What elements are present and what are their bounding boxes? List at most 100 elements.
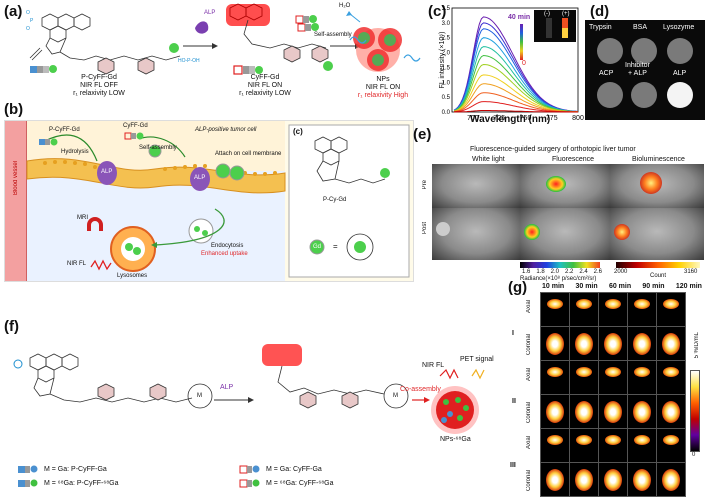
metal-m-label-1: M: [197, 393, 202, 399]
pet-image-0-1-1: [569, 326, 599, 361]
pet-image-0-0-2: [598, 292, 628, 327]
pet-image-0-0-1: [569, 292, 599, 327]
pet-image-1-1-4: [656, 394, 686, 429]
orient-label-2-0: Axial: [526, 436, 532, 450]
pet-image-0-1-0: [540, 326, 570, 361]
time-90: 90 min: [642, 283, 665, 290]
radiance-label: Radiance(×10⁸ p/sec/cm²/sr): [520, 276, 597, 282]
nps-caption: NPs NIR FL ON r₁ relaxivity High: [348, 76, 418, 100]
legend-2: M = ⁶⁸Ga: P-CyFF-⁶⁸Ga: [44, 480, 119, 488]
panel-label-d: (d): [590, 3, 610, 20]
cyffgd-name: CyFF-Gd: [250, 74, 280, 81]
alp-positive-cell-label: ALP-positive tumor cell: [195, 127, 257, 133]
radiance-ticks: 1.6 1.8 2.0 2.2 2.4 2.6: [522, 269, 602, 276]
pcyffgd-label-b: P-CyFF-Gd: [49, 127, 80, 133]
legend-2-name: P-CyFF-⁶⁸Ga: [76, 480, 119, 487]
time-10: 10 min: [542, 283, 565, 290]
x-tick-2: 750: [520, 115, 532, 122]
svg-text:O: O: [26, 26, 30, 32]
legend-3-name: CyFF-Ga: [293, 466, 322, 473]
rad-tick-1: 1.8: [536, 269, 545, 275]
pcyffgd-fl: NIR FL OFF: [80, 82, 118, 89]
well-acp: [597, 82, 623, 108]
panel-e-title: Fluorescence-guided surgery of orthotopi…: [470, 146, 636, 153]
pet-image-1-0-2: [598, 360, 628, 395]
nanoparticles-icon: [353, 27, 402, 72]
nps-name: NPs: [376, 76, 390, 83]
legend-4-name: CyFF-⁶⁸Ga: [298, 480, 334, 487]
rad-tick-0: 1.6: [522, 269, 531, 275]
row-post: Post: [422, 222, 428, 235]
tube-minus-label: (-): [544, 11, 550, 17]
nps-68ga-icon: [431, 386, 479, 434]
pet-image-1-1-2: [598, 394, 628, 429]
y-tick-6: 3.0: [442, 21, 451, 27]
pet-image-1-1-3: [627, 394, 657, 429]
cyffgd-label-b: CyFF-Gd: [123, 123, 148, 129]
count-max: 3160: [684, 269, 698, 275]
coassembly-label: Co-assembly: [400, 386, 441, 393]
panel-label-e: (e): [413, 126, 432, 143]
panel-label-f: (f): [4, 318, 19, 335]
group-II: II: [512, 398, 516, 405]
well-plate-image: Trypsin BSA Lysozyme ACP Inhibitor + ALP…: [585, 20, 705, 120]
nps-relax: r₁ relaxivity High: [357, 92, 409, 99]
nps-68ga-label: NPs-⁶⁸Ga: [440, 436, 471, 443]
col-fluorescence: Fluorescence: [552, 156, 595, 163]
pet-image-2-0-1: [569, 428, 599, 463]
y-tick-1: 0.5: [442, 95, 451, 101]
col-white-light: White light: [472, 156, 505, 163]
chart-ylabel: FL intensity (×10⁶): [439, 31, 446, 89]
alp-enzyme-b1: [97, 161, 117, 185]
pet-image-2-0-3: [627, 428, 657, 463]
equals-sign: =: [333, 242, 338, 251]
pet-image-0-1-4: [656, 326, 686, 361]
self-assembly-label-a: Self-assembly: [314, 32, 352, 38]
well-bsa: [631, 38, 657, 64]
pet-image-2-0-0: [540, 428, 570, 463]
fluor-tumor-spot: [546, 176, 566, 192]
alp-label-f: ALP: [220, 384, 234, 391]
legend-3-m: M = Ga:: [266, 466, 292, 473]
pet-image-2-1-3: [627, 462, 657, 497]
group-III: III: [510, 462, 516, 469]
orient-label-0-1: Coronal: [526, 334, 532, 356]
pet-image-0-0-0: [540, 292, 570, 327]
time-gradient-bar: [520, 24, 523, 60]
time-top-label: 40 min: [508, 14, 531, 21]
gd-label: Gd: [313, 244, 322, 250]
pet-image-1-1-1: [569, 394, 599, 429]
y-tick-0: 0.0: [442, 110, 451, 116]
magnet-icon: [87, 217, 103, 231]
well-inhibitor-alp: [631, 82, 657, 108]
stacked-molecules-icon: [295, 15, 319, 32]
pet-time-header: 10 min 30 min 60 min 90 min 120 min: [542, 283, 702, 291]
biolum-tumor-spot: [640, 172, 662, 194]
gd-chelate-icon: [169, 43, 179, 53]
well-label-trypsin: Trypsin: [589, 24, 612, 31]
radiance-colorbar: [520, 262, 600, 268]
pet-image-1-1-0: [540, 394, 570, 429]
nir-fl-label-b: NIR FL: [67, 261, 87, 267]
alp-enzyme-b2: [190, 167, 210, 191]
svg-text:HO-P-OH: HO-P-OH: [178, 58, 200, 64]
y-tick-2: 1.0: [442, 80, 451, 86]
pet-image-2-0-4: [656, 428, 686, 463]
panel-label-a: (a): [4, 3, 23, 20]
y-tick-3: 1.5: [442, 65, 451, 71]
panel-b-graphic: [5, 121, 410, 281]
mri-label: MRI: [77, 215, 88, 221]
pet-image-0-1-2: [598, 326, 628, 361]
legend-1-name: P-CyFF-Ga: [71, 466, 107, 473]
well-label-acp: ACP: [599, 70, 614, 77]
alp-enzyme-icon: [195, 21, 209, 34]
panel-b-scheme: Blood vessel ALP-positive tumor cell P-C…: [4, 120, 414, 282]
alp-label-b1: ALP: [101, 169, 113, 175]
well-label-lysozyme: Lysozyme: [663, 24, 695, 31]
pet-scale-top: 5 %ID/mL: [694, 332, 700, 359]
panel-label-cprime: (c): [293, 127, 303, 136]
pet-image-2-0-2: [598, 428, 628, 463]
pet-image-1-0-3: [627, 360, 657, 395]
